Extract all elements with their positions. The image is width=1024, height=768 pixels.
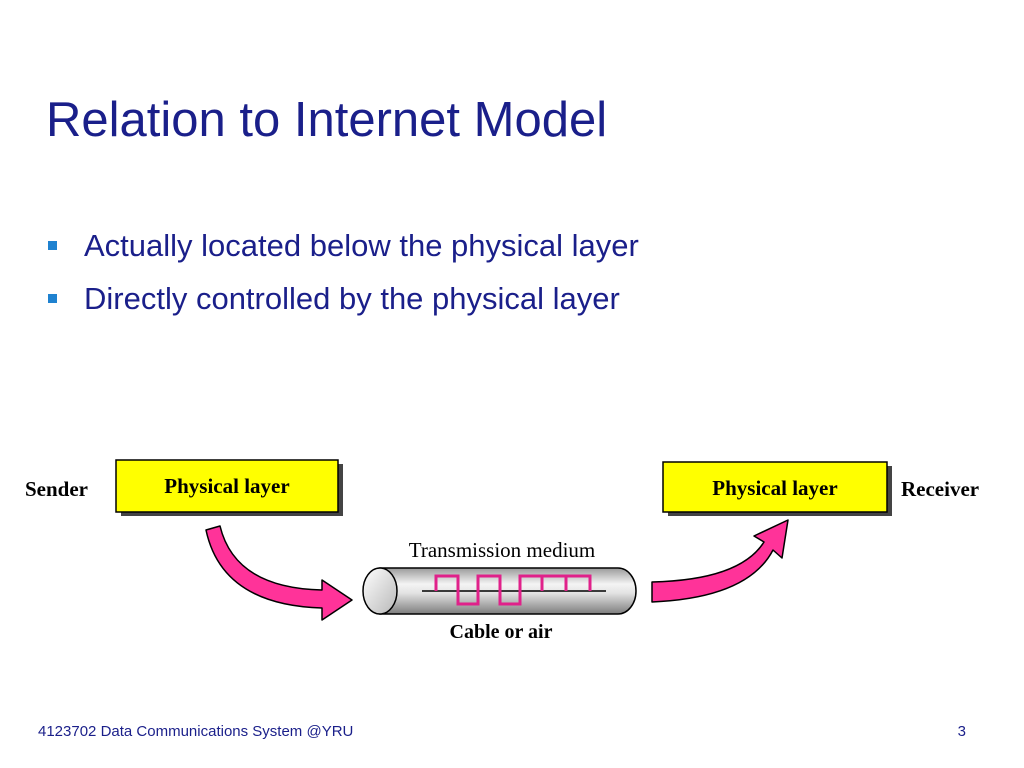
footer-course: 4123702 Data Communications System @YRU xyxy=(38,723,354,740)
medium-label: Transmission medium xyxy=(409,538,596,562)
bullet-square-icon xyxy=(48,294,57,303)
bullet-list: Actually located below the physical laye… xyxy=(46,228,639,334)
sender-label: Sender xyxy=(25,477,88,501)
sender-box-label: Physical layer xyxy=(164,474,289,498)
medium-caption: Cable or air xyxy=(450,621,553,643)
bullet-item: Directly controlled by the physical laye… xyxy=(46,281,639,334)
bullet-item: Actually located below the physical laye… xyxy=(46,228,639,281)
curved-arrow-icon xyxy=(651,519,789,603)
bullet-text: Actually located below the physical laye… xyxy=(84,228,639,263)
slide-title: Relation to Internet Model xyxy=(46,93,608,147)
physical-layer-diagram: Sender Physical layer Physical layer Rec… xyxy=(0,430,1024,660)
receiver-physical-layer-box: Physical layer xyxy=(662,461,892,516)
page-number: 3 xyxy=(957,723,966,740)
curved-arrow-icon xyxy=(205,525,353,621)
bullet-square-icon xyxy=(48,241,57,250)
receiver-box-label: Physical layer xyxy=(712,476,837,500)
receiver-label: Receiver xyxy=(901,477,979,501)
signal-wave-icon xyxy=(422,574,606,606)
sender-physical-layer-box: Physical layer xyxy=(115,459,343,516)
bullet-text: Directly controlled by the physical laye… xyxy=(84,281,620,316)
